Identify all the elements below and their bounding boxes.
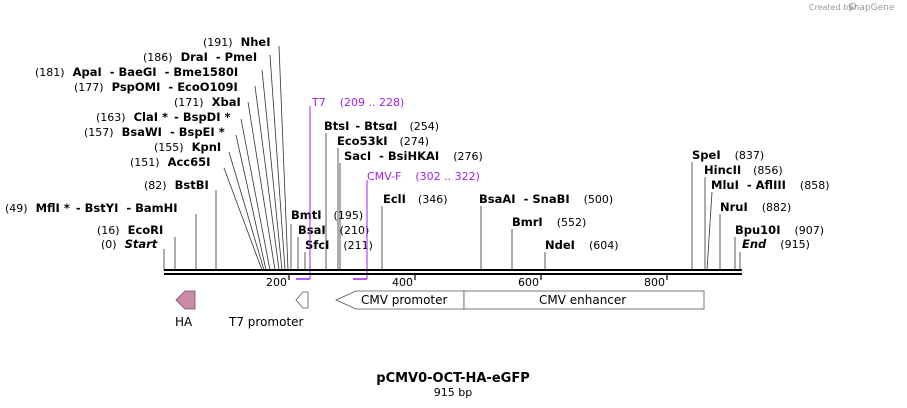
site-kpni[interactable]: (155)KpnI xyxy=(154,140,221,154)
feature-ha[interactable]: HA xyxy=(175,290,196,329)
tick-800: 800 xyxy=(644,276,665,289)
site-ndei[interactable]: NdeI(604) xyxy=(545,238,619,252)
site-bsai[interactable]: BsaI(210) xyxy=(298,223,369,237)
site-spei[interactable]: SpeI(837) xyxy=(692,148,764,162)
cmv-promoter-label: CMV promoter xyxy=(361,293,448,307)
site-nrui[interactable]: NruI(882) xyxy=(720,200,791,214)
primer-t7-label: T7(209 .. 228) xyxy=(311,96,404,109)
snapgene-logo-icon xyxy=(849,2,857,10)
tick-200: 200 xyxy=(266,276,287,289)
site-bmri[interactable]: BmrI(552) xyxy=(512,215,586,229)
site-btsi[interactable]: BtsI- BtsαI(254) xyxy=(324,119,439,133)
site-mfli[interactable]: (49)MflI *- BstYI- BamHI xyxy=(5,201,178,215)
created-by-text: Created by xyxy=(809,3,853,12)
site-stems xyxy=(163,45,741,271)
primer-cmv-f-label: CMV-F(302 .. 322) xyxy=(367,170,480,183)
site-hincii[interactable]: HincII(856) xyxy=(704,163,783,177)
site-pspomi[interactable]: (177)PspOMI- EcoO109I xyxy=(74,80,238,94)
tick-400: 400 xyxy=(392,276,413,289)
site-clai[interactable]: (163)ClaI *- BspDI * xyxy=(96,110,231,124)
primer-cmv-f[interactable]: CMV-F(302 .. 322) xyxy=(353,170,480,280)
plasmid-name: pCMV0-OCT-HA-eGFP xyxy=(376,371,529,386)
feature-t7-promoter[interactable]: T7 promoter xyxy=(228,291,309,329)
site-acc65i[interactable]: (151)Acc65I xyxy=(130,155,210,169)
tick-600: 600 xyxy=(518,276,539,289)
site-xbai[interactable]: (171)XbaI xyxy=(174,95,241,109)
ha-label: HA xyxy=(175,315,193,329)
snapgene-credit: SnapGene xyxy=(848,3,895,13)
backbone xyxy=(164,269,742,275)
scale-ticks: 200 400 600 800 xyxy=(266,274,668,289)
cmv-enhancer-label: CMV enhancer xyxy=(539,293,626,307)
site-bsawi[interactable]: (157)BsaWI- BspEI * xyxy=(84,125,225,139)
t7-promoter-arrow xyxy=(295,291,309,309)
primer-t7[interactable]: T7(209 .. 228) xyxy=(296,96,404,280)
plasmid-size: 915 bp xyxy=(434,386,472,399)
site-bstbi[interactable]: (82)BstBI xyxy=(144,178,209,192)
t7-promoter-label: T7 promoter xyxy=(228,315,304,329)
site-sfci[interactable]: SfcI(211) xyxy=(305,238,373,252)
site-saci[interactable]: SacI- BsiHKAI(276) xyxy=(344,149,483,163)
site-start[interactable]: (0)Start xyxy=(101,237,158,251)
site-ecori[interactable]: (16)EcoRI xyxy=(97,223,163,237)
cmv-enhancer-box xyxy=(463,290,705,310)
feature-cmv-promoter[interactable]: CMV promoter xyxy=(335,290,465,310)
site-mlui[interactable]: MluI- AflIII(858) xyxy=(711,178,830,192)
site-apai[interactable]: (181)ApaI- BaeGI- Bme1580I xyxy=(35,65,238,79)
site-drai[interactable]: (186)DraI- PmeI xyxy=(143,50,257,64)
site-nhei[interactable]: (191)NheI xyxy=(203,35,270,49)
site-ecli[interactable]: EclI(346) xyxy=(383,192,448,206)
site-end[interactable]: End(915) xyxy=(742,237,810,251)
ha-arrow xyxy=(175,290,196,310)
site-bsaai[interactable]: BsaAI- SnaBI(500) xyxy=(479,192,613,206)
feature-cmv-enhancer[interactable]: CMV enhancer xyxy=(463,290,705,310)
site-bmti[interactable]: BmtI(195) xyxy=(291,208,363,222)
site-bpu10i[interactable]: Bpu10I(907) xyxy=(735,223,824,237)
site-eco53ki[interactable]: Eco53kI(274) xyxy=(337,134,429,148)
